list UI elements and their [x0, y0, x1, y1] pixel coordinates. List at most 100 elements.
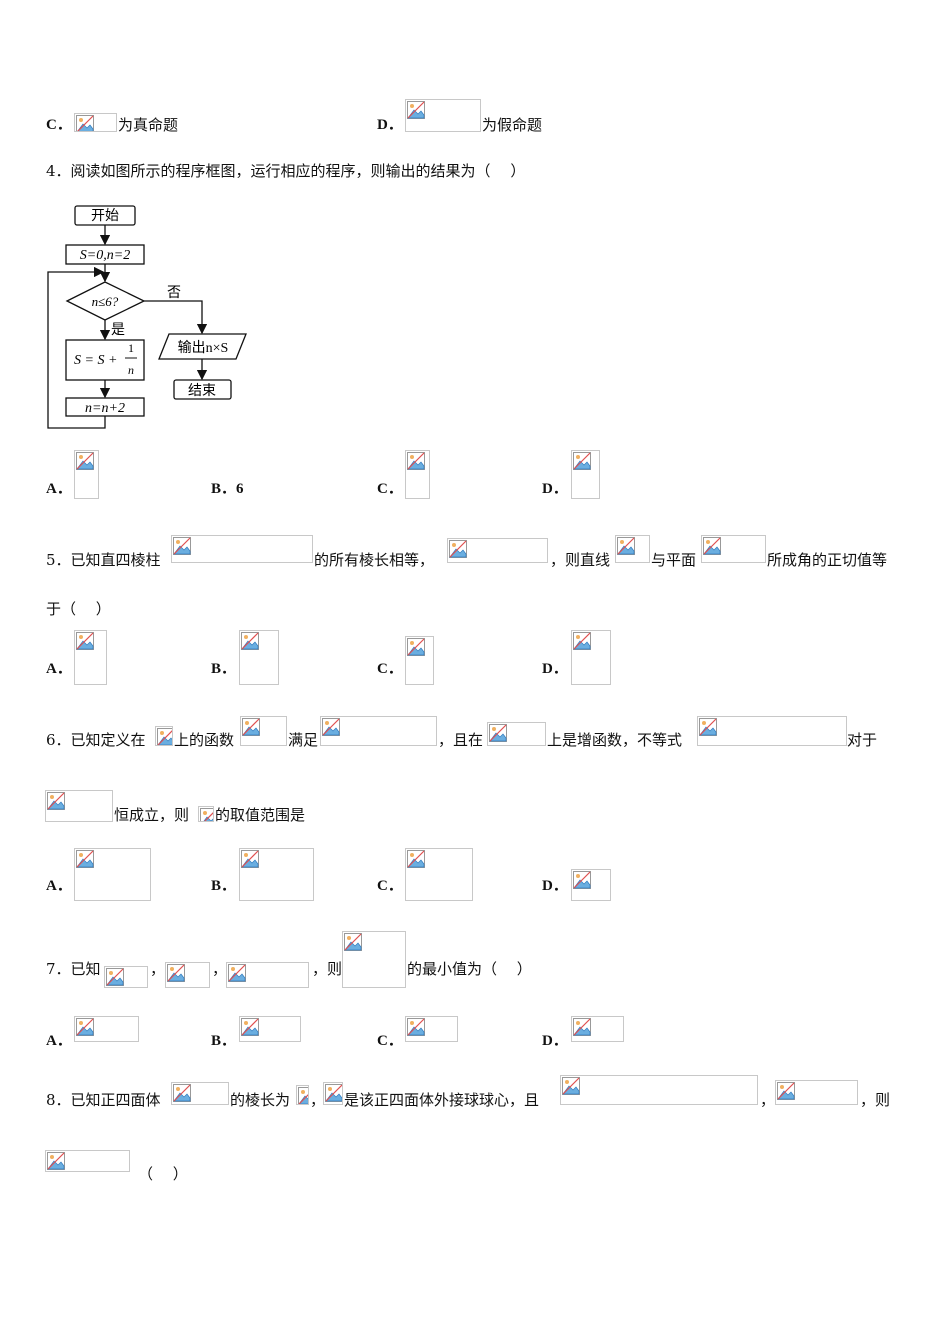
broken-image-icon [322, 718, 340, 736]
flow-no: 否 [167, 286, 181, 301]
broken-image-icon [76, 1018, 94, 1036]
option-a-label: A． [46, 661, 72, 677]
q6-text: 的取值范围是 [215, 806, 306, 824]
q5-text: 与平面 [651, 551, 697, 569]
broken-image-icon [449, 540, 467, 558]
broken-image-icon [344, 933, 362, 951]
q8-text: 的棱长为 [230, 1091, 291, 1109]
broken-image-icon [167, 964, 185, 982]
formula-image [171, 1082, 229, 1105]
formula-image [615, 535, 650, 563]
flow-start: 开始 [91, 208, 119, 224]
broken-image-icon [157, 728, 172, 745]
formula-image [405, 450, 430, 499]
formula-image [487, 722, 546, 746]
formula-image [74, 848, 151, 901]
broken-image-icon [241, 1018, 259, 1036]
option-b-label: B． [211, 878, 237, 894]
broken-image-icon [298, 1087, 308, 1104]
formula-image [239, 630, 279, 685]
broken-image-icon [407, 101, 425, 119]
formula-image [45, 1150, 130, 1172]
q6-text: ，且在 [438, 731, 484, 749]
formula-image [775, 1080, 858, 1105]
option-c-label: C． [377, 878, 403, 894]
flow-frac-den: n [128, 363, 134, 377]
formula-image [74, 113, 117, 132]
q6-text: 满足 [288, 731, 319, 749]
formula-image [239, 848, 314, 901]
option-b-label: B． [211, 661, 237, 677]
option-b-label: B． [211, 1033, 237, 1049]
broken-image-icon [573, 871, 591, 889]
broken-image-icon [173, 1084, 191, 1102]
q5-text: 5．已知直四棱柱 [46, 551, 161, 569]
broken-image-icon [47, 1152, 65, 1170]
formula-image [240, 716, 287, 746]
q5-text: 于（ ） [46, 600, 111, 618]
flowchart: 开始 S=0,n=2 n≤6? 否 是 S = S + 1 n n=n+2 输出… [47, 205, 247, 429]
formula-image [342, 931, 406, 988]
formula-image [296, 1085, 309, 1105]
q8-text: ， [760, 1091, 776, 1109]
broken-image-icon [200, 808, 213, 821]
q6-text: 上的函数 [174, 731, 235, 749]
q8-text: 8．已知正四面体 [46, 1091, 161, 1109]
broken-image-icon [228, 964, 246, 982]
flow-init: S=0,n=2 [80, 248, 130, 263]
option-a-label: A． [46, 481, 72, 497]
broken-image-icon [489, 724, 507, 742]
q7-text: ，则 [312, 960, 343, 978]
option-c-label: C． [377, 1033, 403, 1049]
formula-image [323, 1082, 343, 1105]
broken-image-icon [325, 1084, 342, 1102]
option-d-label: D． [542, 661, 568, 677]
broken-image-icon [777, 1082, 795, 1100]
formula-image [697, 716, 847, 746]
formula-image [74, 450, 99, 499]
formula-image [571, 869, 611, 901]
broken-image-icon [173, 537, 191, 555]
flow-condition: n≤6? [92, 294, 119, 309]
option-d-label: D． [542, 481, 568, 497]
formula-image [320, 716, 437, 746]
formula-image [571, 1016, 624, 1042]
formula-image [74, 1016, 139, 1042]
flow-yes: 是 [111, 323, 125, 338]
option-c-label: C． [377, 661, 403, 677]
broken-image-icon [407, 638, 425, 656]
formula-image [571, 630, 611, 685]
broken-image-icon [76, 850, 94, 868]
q5-text: ，则直线 [550, 551, 611, 569]
option-d-label: D． [542, 878, 568, 894]
formula-image [171, 535, 313, 563]
q8-text: （ ） [138, 1165, 188, 1183]
formula-image [405, 1016, 458, 1042]
broken-image-icon [47, 792, 65, 810]
broken-image-icon [242, 718, 260, 736]
formula-image [560, 1075, 758, 1105]
broken-image-icon [241, 632, 259, 650]
q5-text: 的所有棱长相等， [314, 551, 435, 569]
q6-text: 上是增函数，不等式 [547, 731, 683, 749]
broken-image-icon [617, 537, 635, 555]
formula-image [45, 790, 113, 822]
q8-text: ， [310, 1091, 326, 1109]
formula-image [405, 848, 473, 901]
broken-image-icon [573, 1018, 591, 1036]
formula-image [447, 538, 548, 563]
broken-image-icon [573, 632, 591, 650]
broken-image-icon [76, 115, 94, 131]
broken-image-icon [407, 452, 425, 470]
formula-image [701, 535, 766, 563]
flow-end: 结束 [188, 383, 216, 399]
option-c-text: 为真命题 [118, 116, 179, 134]
formula-image [165, 962, 210, 988]
option-a-label: A． [46, 1033, 72, 1049]
broken-image-icon [562, 1077, 580, 1095]
q7-text: ， [212, 960, 228, 978]
q7-text: ， [150, 960, 166, 978]
broken-image-icon [106, 968, 124, 986]
formula-image [571, 450, 600, 499]
